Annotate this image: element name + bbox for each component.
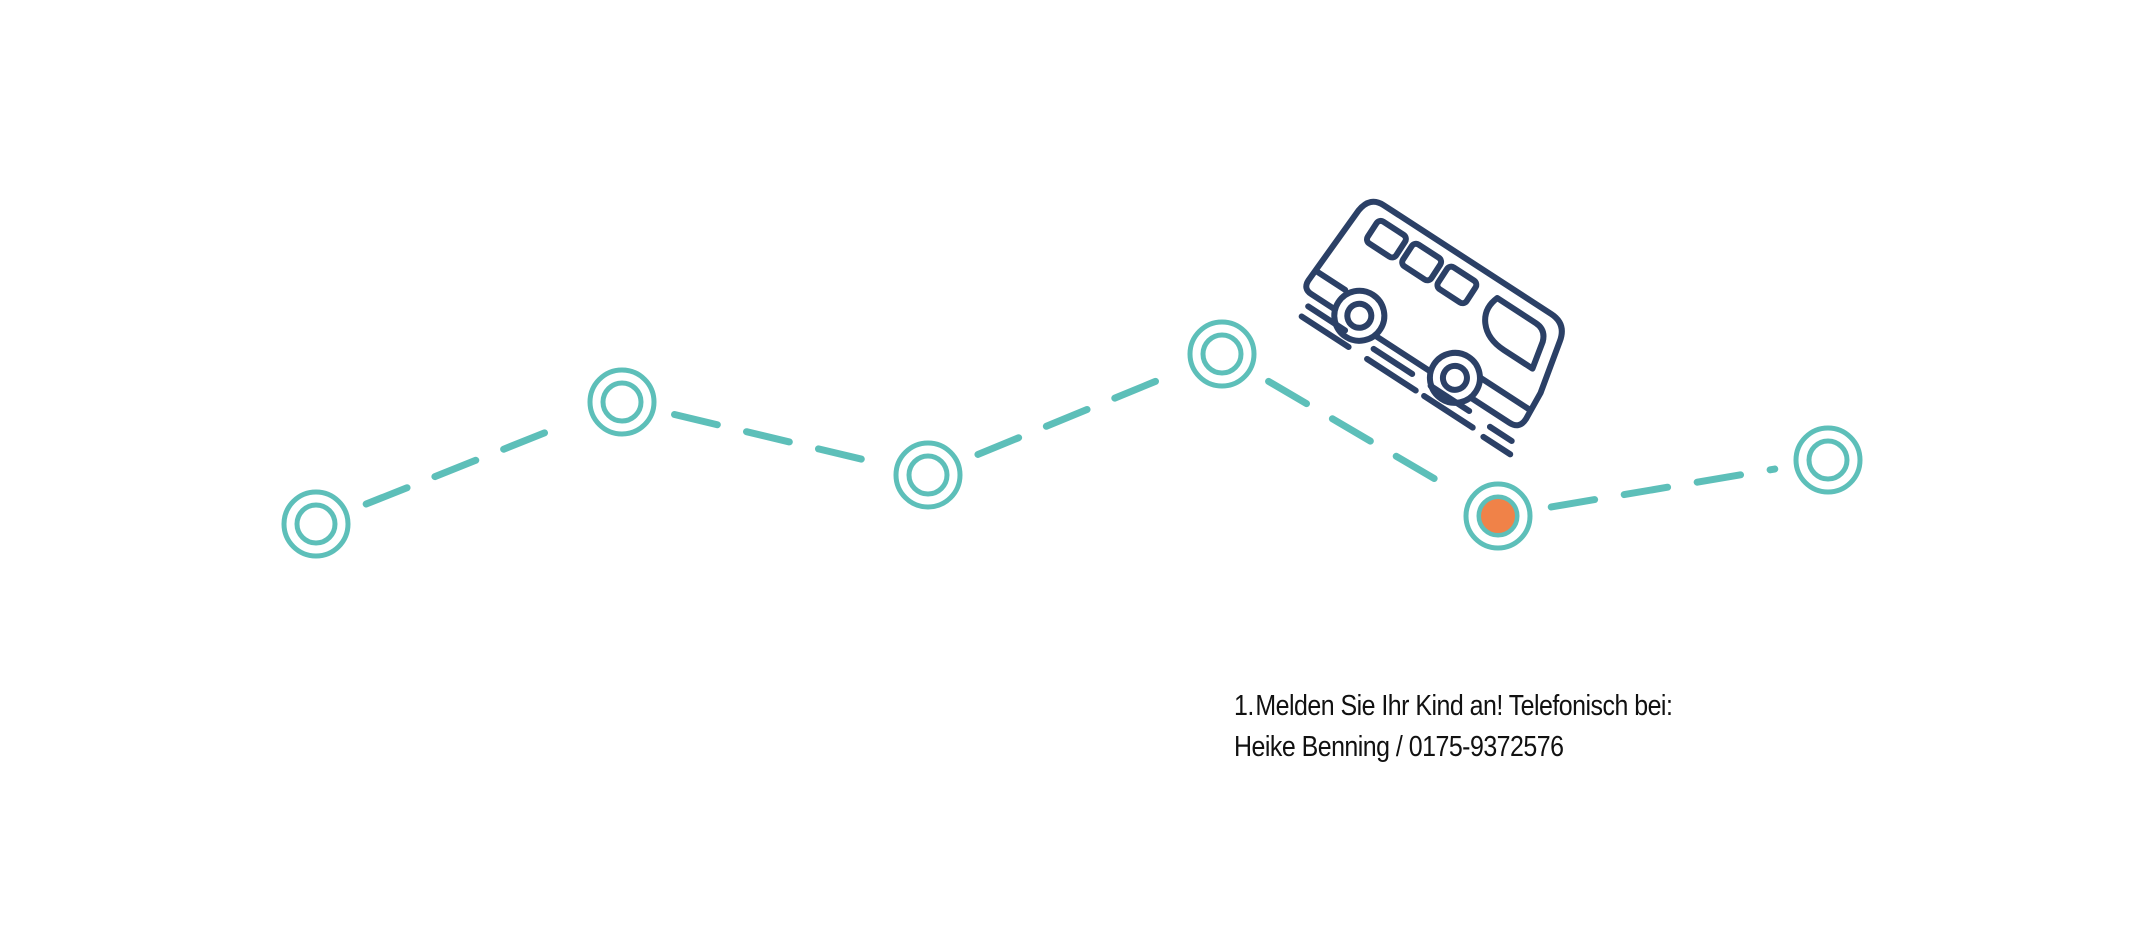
step-number: 1. [1234, 690, 1254, 722]
route-stop-1[interactable] [281, 489, 351, 559]
stop-outer-ring[interactable] [1793, 425, 1863, 495]
route-path [362, 371, 1779, 511]
route-segment [362, 418, 576, 508]
stop-outer-ring[interactable] [1187, 319, 1257, 389]
route-stop-2[interactable] [587, 367, 657, 437]
route-stop-6[interactable] [1793, 425, 1863, 495]
stop-outer-ring[interactable] [281, 489, 351, 559]
step-headline: Melden Sie Ihr Kind an! Telefonisch bei: [1255, 690, 1673, 722]
route-segment [671, 411, 879, 466]
route-stop-5[interactable] [1463, 481, 1533, 551]
route-segment [1265, 377, 1455, 493]
route-segment [1547, 465, 1779, 511]
step-headline-line: 1. Melden Sie Ihr Kind an! Telefonisch b… [1234, 686, 1673, 727]
stop-outer-ring[interactable] [893, 440, 963, 510]
route-stop-4[interactable] [1187, 319, 1257, 389]
school-bus-icon [1298, 198, 1565, 458]
stop-outer-ring[interactable] [1463, 481, 1533, 551]
route-stop-3[interactable] [893, 440, 963, 510]
stop-outer-ring[interactable] [587, 367, 657, 437]
step-contact: Heike Benning / 0175-9372576 [1234, 731, 1564, 763]
route-segment [974, 371, 1176, 458]
step-instruction: 1. Melden Sie Ihr Kind an! Telefonisch b… [1234, 686, 1673, 768]
